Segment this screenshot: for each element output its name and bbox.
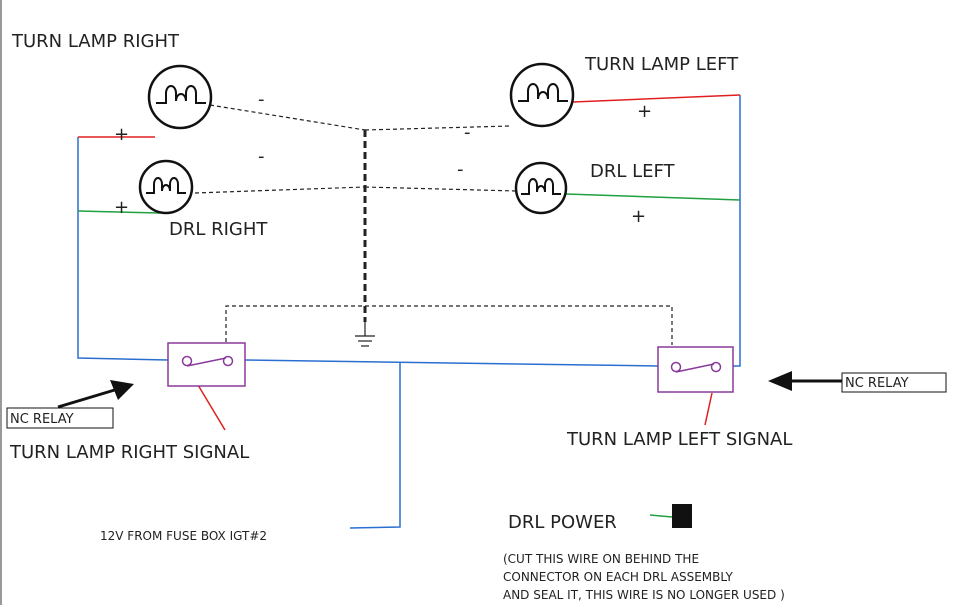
label-turn-signal-right: TURN LAMP RIGHT SIGNAL <box>9 442 249 463</box>
label-drl-power: DRL POWER <box>508 512 617 533</box>
minus-turn-right: - <box>258 89 265 110</box>
relay-right <box>167 342 246 387</box>
drl-right-bulb <box>138 159 194 215</box>
label-turn-signal-left: TURN LAMP LEFT SIGNAL <box>566 429 792 450</box>
positive-wires <box>78 94 741 431</box>
label-nc-relay-right: NC RELAY <box>845 376 909 391</box>
nc-relay-left-box <box>6 407 114 429</box>
minus-turn-left: - <box>464 122 471 143</box>
supply-wires <box>77 95 741 529</box>
plus-drl-left: + <box>631 206 646 227</box>
note-line-1: (CUT THIS WIRE ON BEHIND THE <box>503 552 699 566</box>
drl-wires <box>77 193 741 518</box>
arrow-to-relay-left <box>768 371 842 391</box>
note-line-3: AND SEAL IT, THIS WIRE IS NO LONGER USED… <box>503 588 785 602</box>
minus-drl-left: - <box>457 159 464 180</box>
label-fuse-box: 12V FROM FUSE BOX IGT#2 <box>100 529 267 543</box>
note-line-2: CONNECTOR ON EACH DRL ASSEMBLY <box>503 570 733 584</box>
plus-turn-left: + <box>637 101 652 122</box>
ground-wires <box>194 104 673 345</box>
relay-left <box>657 346 734 393</box>
label-drl-left: DRL LEFT <box>590 161 676 182</box>
label-turn-lamp-right: TURN LAMP RIGHT <box>11 31 180 52</box>
nc-relay-right-box <box>841 372 947 393</box>
ground-symbol <box>355 322 375 347</box>
minus-drl-right: - <box>258 146 265 167</box>
drl-left-bulb <box>514 161 568 215</box>
label-nc-relay-left: NC RELAY <box>10 412 74 427</box>
arrow-to-relay-right <box>57 380 134 409</box>
turn-lamp-right-bulb <box>147 64 213 130</box>
turn-lamp-left-bulb <box>509 62 575 128</box>
plus-drl-right: + <box>114 197 129 218</box>
label-drl-right: DRL RIGHT <box>169 219 268 240</box>
plus-turn-right: + <box>114 124 129 145</box>
drl-power-terminal <box>672 504 692 528</box>
label-turn-lamp-left: TURN LAMP LEFT <box>584 54 739 75</box>
